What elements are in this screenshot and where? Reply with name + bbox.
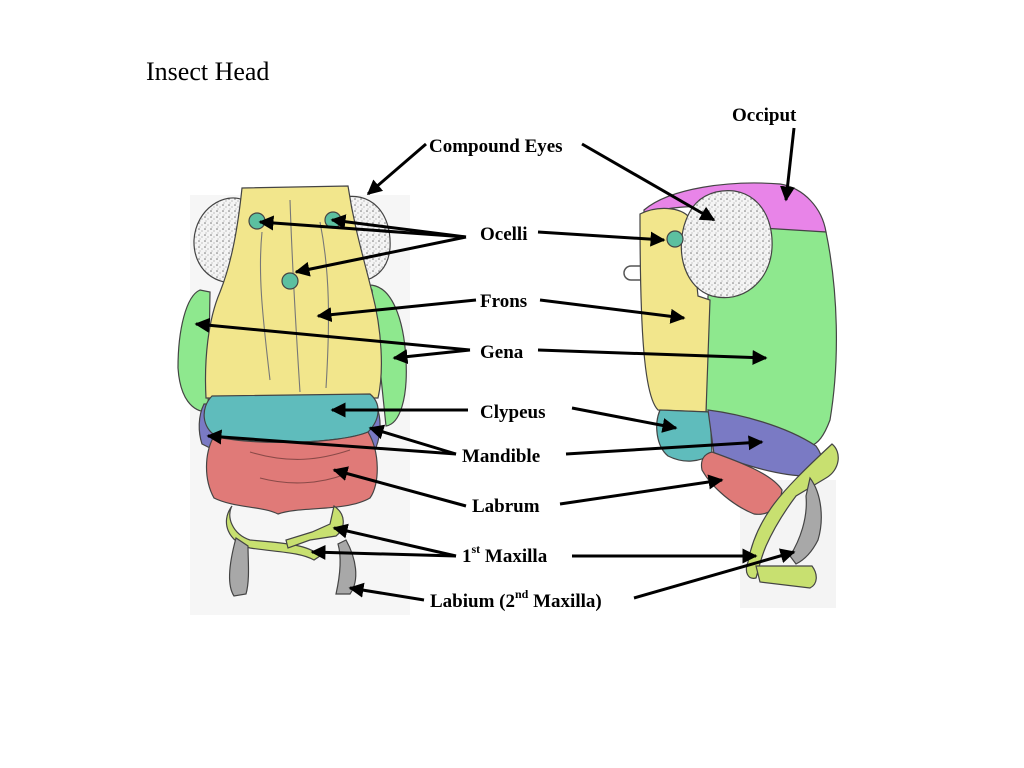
label-ocelli: Ocelli xyxy=(480,224,527,245)
arrow-labium-side xyxy=(633,548,796,600)
arrow-ocellus-front-median xyxy=(294,235,467,277)
arrow-mandible-side xyxy=(565,435,764,456)
arrow-mandible-front-right xyxy=(368,424,457,456)
arrow-occiput xyxy=(780,127,796,202)
front-clypeus xyxy=(203,393,379,443)
front-left-maxilla xyxy=(225,505,321,561)
arrow-maxilla-front-left xyxy=(310,544,457,560)
arrow-ocellus-front-right xyxy=(330,214,467,239)
label-mandible: Mandible xyxy=(462,446,540,467)
arrow-labrum-side xyxy=(559,474,724,506)
arrow-frons-front xyxy=(316,298,477,323)
leader-arrows xyxy=(194,127,796,602)
label-labium-superscript: nd xyxy=(515,587,529,601)
label-compound-eyes: Compound Eyes xyxy=(429,136,563,157)
arrow-gena-side xyxy=(537,348,768,366)
side-maxilla-palp xyxy=(755,565,817,589)
label-labium: Labium (2nd Maxilla) xyxy=(430,587,602,612)
arrow-ocellus-front-left xyxy=(258,215,467,239)
label-gena: Gena xyxy=(480,342,524,363)
front-view-head xyxy=(177,185,410,615)
arrow-labrum-front xyxy=(332,466,467,508)
front-ocellus-median xyxy=(281,272,299,290)
arrow-maxilla-front-right xyxy=(332,523,457,558)
arrow-labium-front xyxy=(348,582,425,602)
diagram-title: Insect Head xyxy=(146,57,269,86)
label-labium-prefix: Labium (2 xyxy=(430,591,515,612)
side-view-head xyxy=(623,182,839,608)
label-first-maxilla-number: 1 xyxy=(462,546,472,567)
arrow-ocellus-side xyxy=(537,230,666,247)
arrow-clypeus-side xyxy=(571,406,678,433)
label-first-maxilla: 1st Maxilla xyxy=(462,542,548,567)
arrow-gena-front-left xyxy=(194,317,471,352)
label-labrum: Labrum xyxy=(472,496,540,517)
front-frons xyxy=(204,185,382,399)
arrow-mandible-front-left xyxy=(206,429,457,456)
side-maxilla xyxy=(745,443,839,579)
label-occiput: Occiput xyxy=(732,105,797,126)
front-labrum xyxy=(205,431,378,515)
label-frons: Frons xyxy=(480,291,527,312)
label-labium-suffix: Maxilla) xyxy=(528,591,601,612)
side-labrum xyxy=(700,451,783,515)
side-compound-eye xyxy=(680,190,773,299)
label-first-maxilla-superscript: st xyxy=(472,542,481,556)
front-left-labium xyxy=(228,537,250,597)
arrow-compound-eye-side xyxy=(581,142,716,222)
side-labium xyxy=(789,476,822,565)
side-ocellus xyxy=(666,230,684,248)
arrow-compound-eye-front xyxy=(366,142,427,196)
arrow-frons-side xyxy=(539,298,686,324)
label-clypeus: Clypeus xyxy=(480,402,545,423)
side-clypeus xyxy=(656,409,713,462)
label-first-maxilla-text: Maxilla xyxy=(480,546,548,567)
arrow-gena-front-right xyxy=(392,348,471,365)
